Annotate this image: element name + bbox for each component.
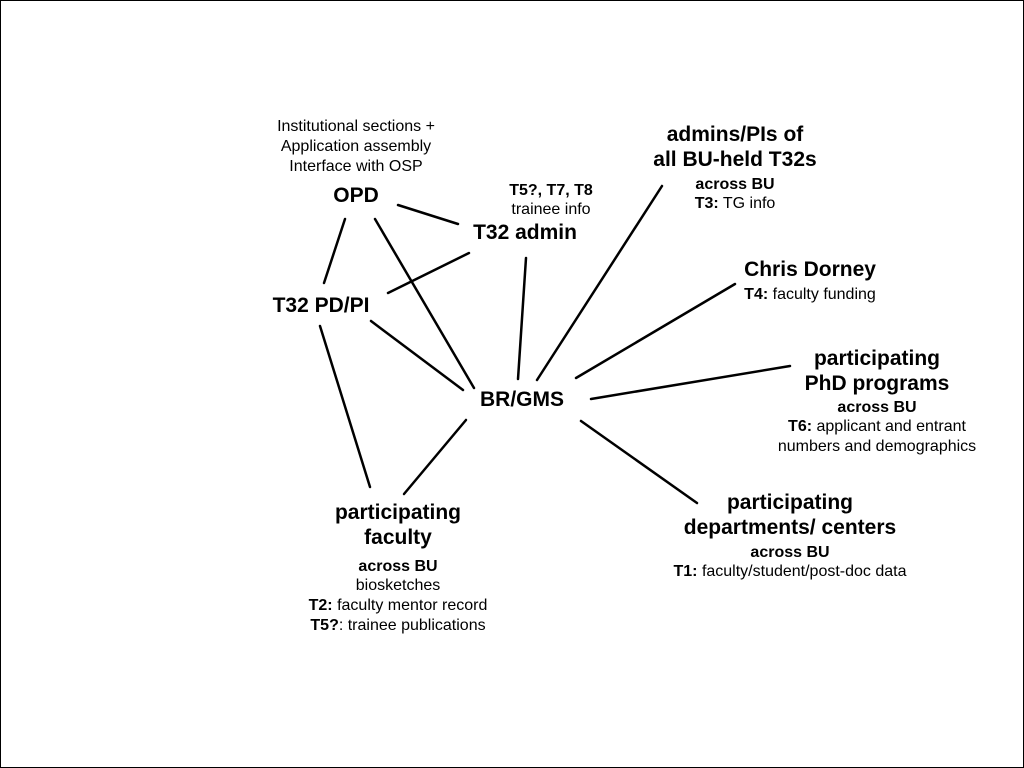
phd-extra: numbers and demographics (777, 438, 977, 455)
faculty-item-text-t2: faculty mentor record (337, 597, 488, 614)
node-opd: Institutional sections + Application ass… (236, 117, 476, 208)
admins-item-code: T3: (694, 195, 719, 212)
edge-opd-brgms (373, 217, 476, 390)
admins-title-1: admins/PIs of (666, 123, 804, 146)
admins-title-2: all BU-held T32s (653, 148, 817, 171)
t32-admin-tags: T5?, T7, T8 (509, 182, 593, 199)
opd-note-2: Application assembly (280, 138, 432, 155)
edge-brgms-faculty (402, 418, 468, 496)
edge-brgms-dorney (574, 282, 737, 380)
admins-item-t3: T3: TG info (615, 194, 855, 214)
dorney-item-text: faculty funding (772, 286, 876, 303)
faculty-item-code-t5: T5? (310, 617, 339, 634)
opd-note-3: Interface with OSP (289, 158, 423, 175)
edge-t32admin-brgms (516, 256, 528, 381)
departments-item-text: faculty/student/post-doc data (701, 563, 907, 580)
faculty-item-text-t5: : trainee publications (338, 617, 486, 634)
phd-title-1: participating (813, 347, 940, 370)
admins-item-text: TG info (722, 195, 776, 212)
edge-t32pdpi-t32admin (386, 251, 471, 295)
edge-t32pdpi-faculty (318, 324, 372, 489)
node-faculty: participating faculty across BU biosketc… (268, 500, 528, 636)
edge-brgms-departments (579, 419, 699, 505)
dorney-title: Chris Dorney (744, 258, 876, 281)
faculty-item-t2: T2: faculty mentor record (268, 596, 528, 616)
node-t32-pdpi: T32 PD/PI (241, 293, 401, 318)
phd-title-2: PhD programs (804, 372, 950, 395)
faculty-title-1: participating (334, 501, 461, 524)
phd-item-text: applicant and entrant (816, 418, 966, 435)
departments-scope: across BU (750, 544, 830, 561)
node-admins: admins/PIs of all BU-held T32s across BU… (615, 122, 855, 214)
node-departments: participating departments/ centers acros… (640, 490, 940, 582)
faculty-plain: biosketches (355, 577, 441, 594)
phd-item-code: T6: (788, 418, 813, 435)
edge-brgms-phd (589, 364, 792, 401)
edge-brgms-admins (535, 184, 664, 382)
brgms-title: BR/GMS (480, 388, 564, 411)
node-phd-programs: participating PhD programs across BU T6:… (747, 346, 1007, 457)
t32-admin-title: T32 admin (473, 221, 577, 244)
edge-t32pdpi-brgms (369, 319, 465, 392)
faculty-title-2: faculty (364, 526, 432, 549)
faculty-scope: across BU (358, 558, 438, 575)
opd-note-1: Institutional sections + (277, 118, 435, 135)
faculty-item-t5: T5?: trainee publications (268, 616, 528, 636)
node-chris-dorney: Chris Dorney T4: faculty funding (700, 257, 920, 305)
node-t32-admin: T5?, T7, T8 trainee info T32 admin (451, 181, 651, 245)
edge-opd-t32pdpi (322, 217, 347, 285)
departments-item-t1: T1: faculty/student/post-doc data (640, 562, 940, 582)
departments-item-code: T1: (673, 563, 698, 580)
t32-admin-note: trainee info (511, 201, 591, 218)
admins-scope: across BU (695, 176, 775, 193)
edge-opd-t32admin (396, 203, 460, 226)
departments-title-1: participating (726, 491, 853, 514)
node-brgms: BR/GMS (452, 387, 592, 412)
t32-pdpi-title: T32 PD/PI (272, 294, 370, 317)
dorney-item-code: T4: (744, 286, 769, 303)
phd-item-t6: T6: applicant and entrant (747, 417, 1007, 437)
phd-scope: across BU (837, 399, 917, 416)
dorney-item-t4: T4: faculty funding (700, 285, 920, 305)
departments-title-2: departments/ centers (683, 516, 897, 539)
faculty-item-code-t2: T2: (308, 597, 333, 614)
opd-title: OPD (333, 184, 379, 207)
